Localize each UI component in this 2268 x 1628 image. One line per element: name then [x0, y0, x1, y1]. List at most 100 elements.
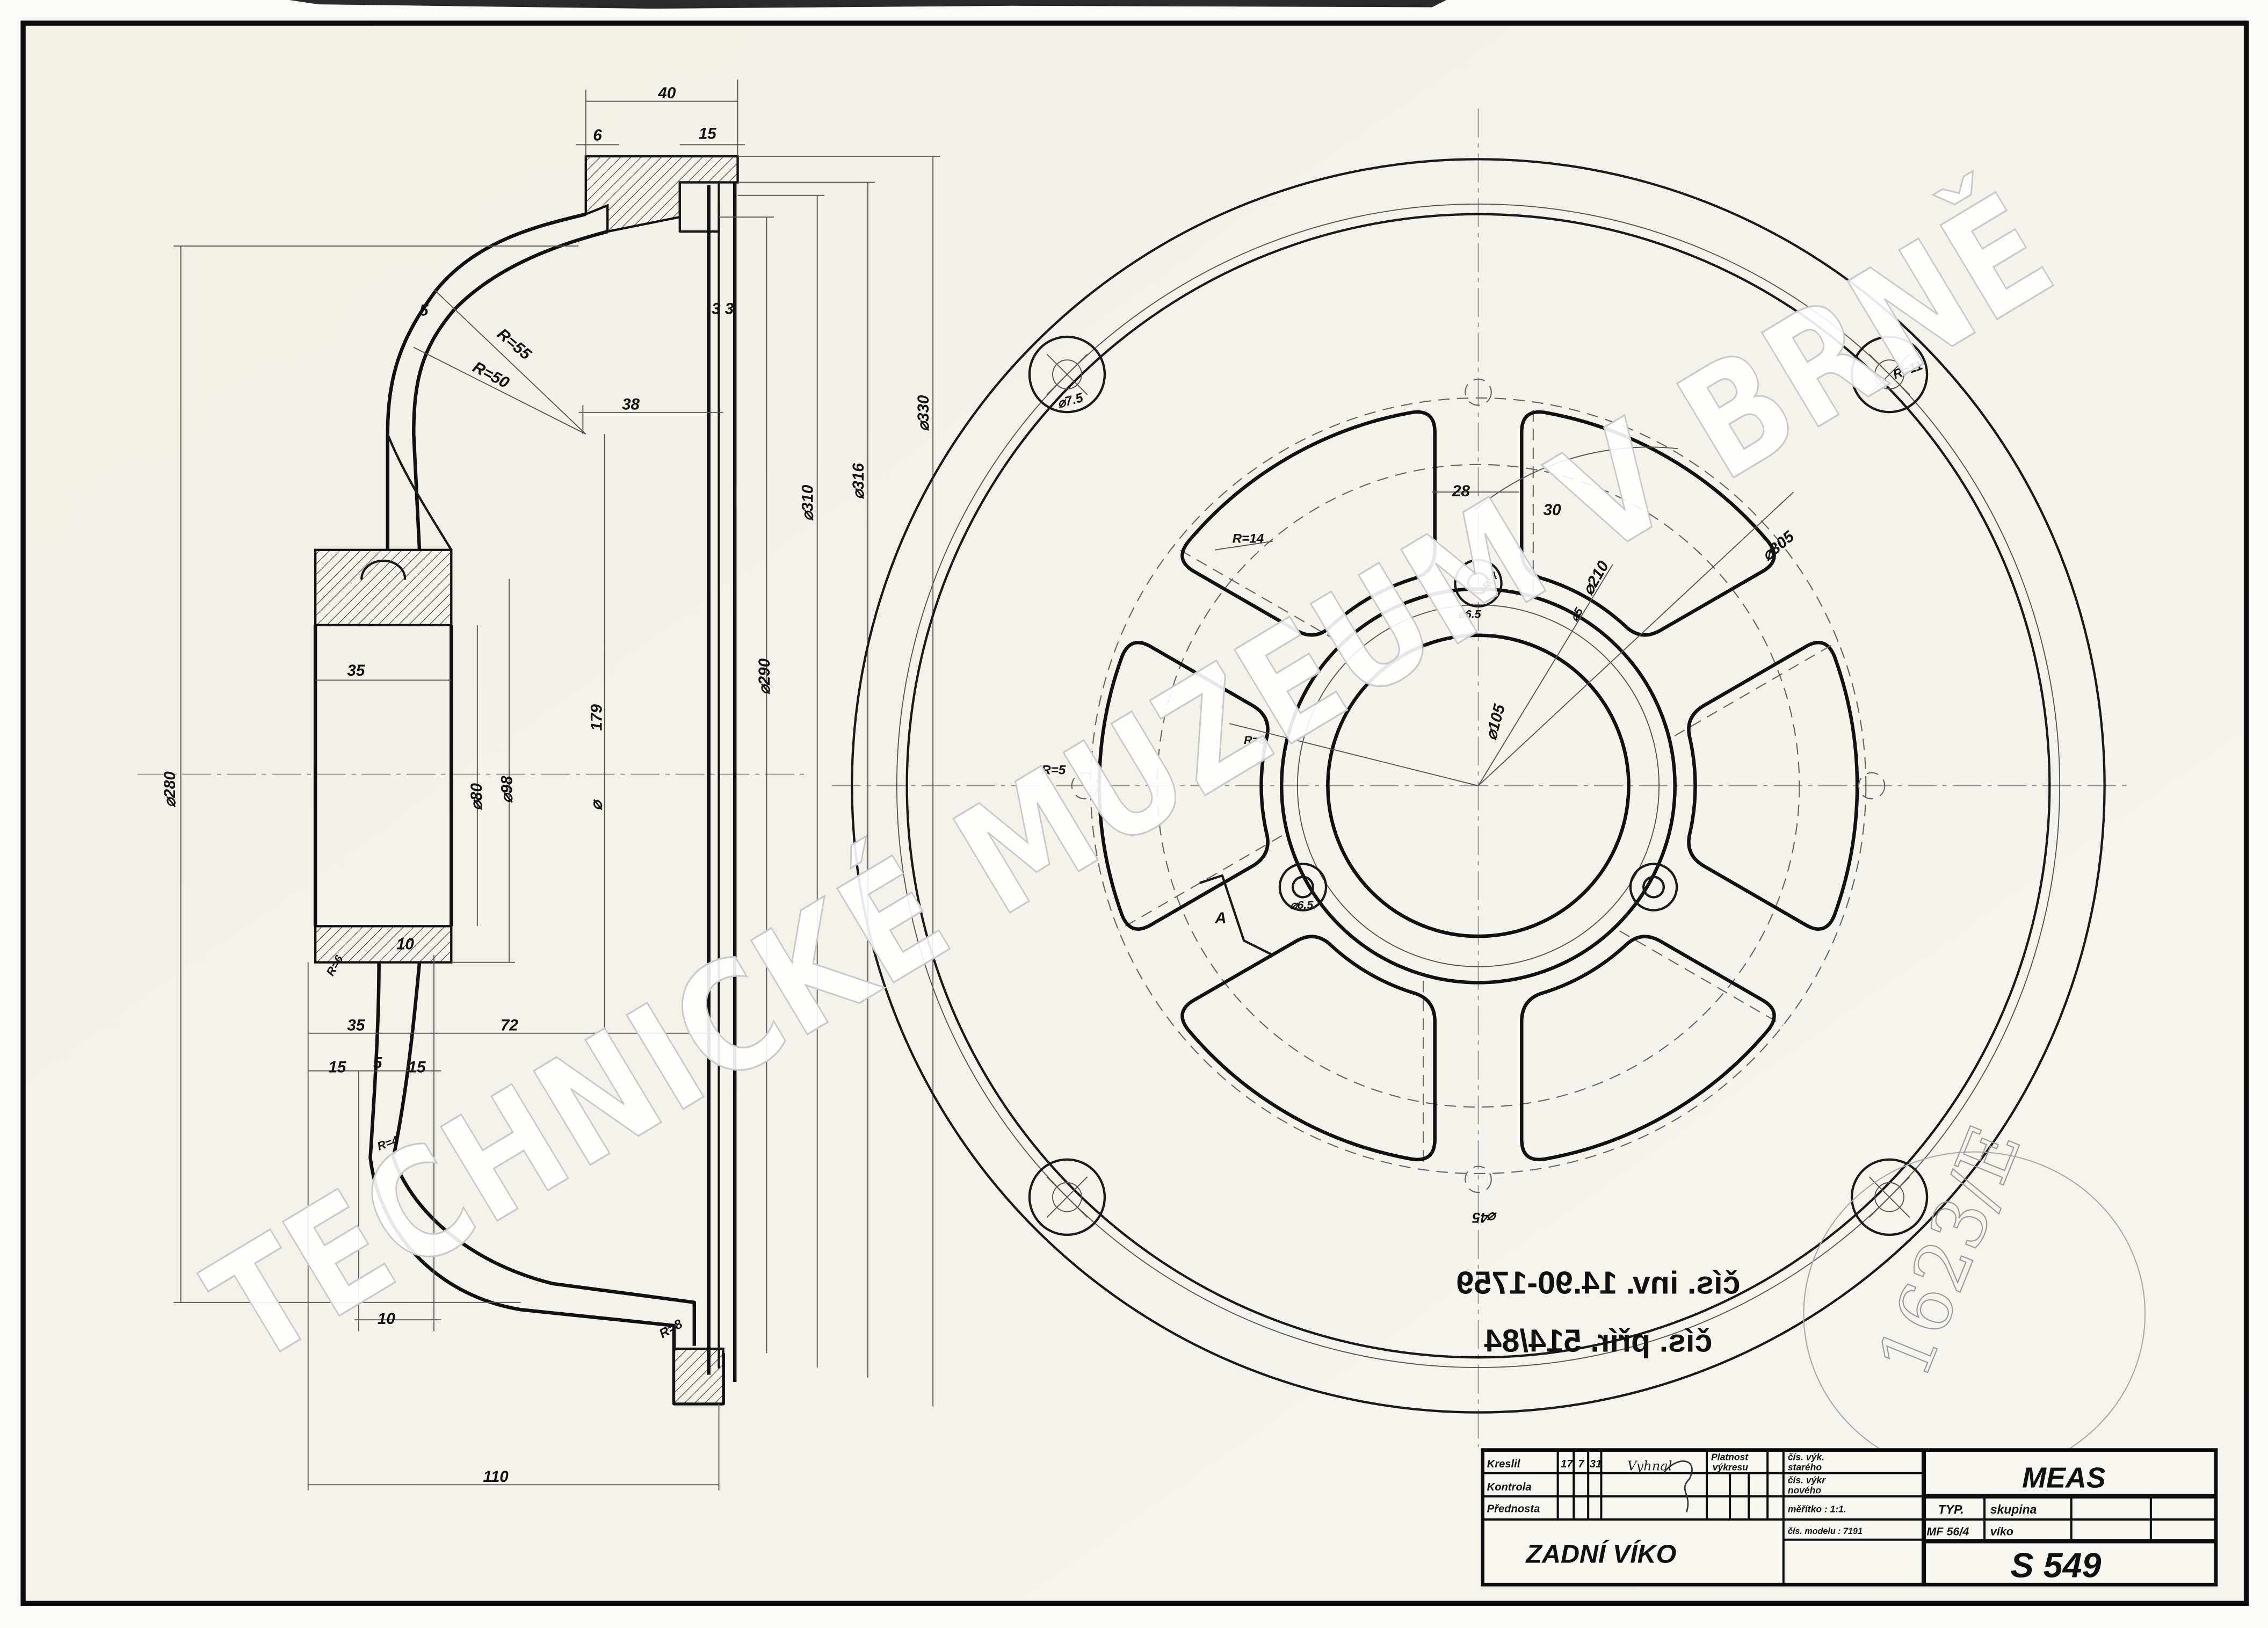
dim-label: ⌀80	[468, 783, 486, 810]
lower-web-outer	[368, 962, 725, 1406]
hub-boss	[1454, 559, 1503, 608]
drawing-number: S 549	[2011, 1546, 2102, 1585]
dim-label: 30	[1544, 501, 1561, 519]
dim-label: ⌀45	[1472, 1210, 1497, 1226]
bolt-crosshair	[1046, 1176, 1088, 1218]
dim-label: 10	[378, 1310, 395, 1328]
bolt-hole-icon	[1052, 359, 1082, 389]
drawing-title: ZADNÍ VÍKO	[1525, 1540, 1676, 1569]
bolt-hole-icon	[1874, 359, 1904, 389]
spoke-dashed-edge	[1674, 641, 1838, 737]
cis-vykr-noveho-2: nového	[1788, 1485, 1822, 1495]
dim-label: 6	[593, 126, 602, 144]
rim-notch	[1465, 1166, 1492, 1193]
bolt-lobe	[1850, 1158, 1929, 1236]
dim-label: R=14	[1233, 531, 1264, 546]
dim-label: 35	[347, 1016, 365, 1034]
window-openings	[1097, 402, 1859, 1170]
bolt-crosshair	[1868, 1176, 1910, 1218]
cis-vyk-stareho-1: čís. výk.	[1788, 1451, 1824, 1462]
dim-label: R=5	[1041, 763, 1066, 777]
dim-label: ⌀290	[756, 658, 773, 694]
dim-label: 40	[657, 84, 676, 102]
cis-vykr-noveho-1: čís. výkr	[1788, 1475, 1826, 1486]
dim-label: ⌀330	[915, 395, 932, 431]
front-view: ⌀7.5 R=11 28 30 R=14 ⌀305 R=7 ⌀6.5 ⌀210 …	[851, 158, 2106, 1414]
window-opening	[1520, 410, 1776, 637]
hub-outer-circle	[1279, 587, 1677, 985]
dim-label: 15	[328, 1058, 346, 1076]
cis-vyk-stareho-2: starého	[1788, 1461, 1822, 1472]
dim-label: 15	[699, 125, 716, 143]
hub-hole-icon	[1467, 571, 1490, 595]
typ-value: MF 56/4	[1926, 1525, 1969, 1538]
bolt-hole-icon	[1052, 1182, 1082, 1212]
window-opening	[1520, 935, 1776, 1162]
side-dimension-lines	[173, 79, 940, 1491]
skupina-value: víko	[1990, 1525, 2013, 1538]
accession-number: čís. přír. 514/84	[1484, 1322, 1713, 1358]
window-opening	[1687, 641, 1859, 931]
hub-hole-icon	[1642, 875, 1665, 899]
window-opening	[1097, 641, 1270, 931]
bolt-lobe	[1028, 1158, 1106, 1236]
dim-label: 3 3	[712, 300, 734, 318]
date-day: 17	[1561, 1458, 1574, 1470]
lower-flange-section	[672, 1347, 724, 1405]
label-prednosta: Přednosta	[1487, 1503, 1540, 1515]
dim-label: 5	[419, 301, 429, 319]
outer-rim-circle	[851, 158, 2106, 1414]
dim-label: ⌀310	[799, 484, 817, 521]
dim-label: 110	[483, 1468, 509, 1486]
platnost-label: Platnost	[1711, 1451, 1749, 1462]
upper-web-outer	[386, 212, 586, 550]
flange-circle	[905, 213, 2051, 1359]
paper-area	[23, 23, 2248, 1604]
dim-label: ⌀280	[161, 771, 179, 808]
dim-label: R=8	[1244, 734, 1265, 747]
rim-notches	[1071, 378, 1886, 1193]
dim-label: 28	[1452, 482, 1470, 500]
side-dimension-labels: 40 6 15 5 R=55 R=50 38 3 3 ⌀330 ⌀316 ⌀31…	[161, 84, 932, 1486]
rim-notch	[1858, 772, 1886, 800]
bolt-lobes	[1028, 335, 1929, 1236]
hub-boss	[1629, 863, 1678, 911]
rim-notch	[1465, 378, 1492, 406]
window-outer-dashed-circle	[1090, 397, 1867, 1175]
label-kreslil: Kreslil	[1487, 1458, 1520, 1470]
date-month: 7	[1578, 1458, 1585, 1470]
hub-bottom-section	[314, 925, 453, 964]
dim-label: 38	[622, 395, 640, 413]
skupina-label: skupina	[1990, 1502, 2037, 1516]
cis-modelu: čís. modelu : 7191	[1788, 1526, 1863, 1536]
bolt-lobe	[1850, 335, 1929, 414]
side-section-view: 40 6 15 5 R=55 R=50 38 3 3 ⌀330 ⌀316 ⌀31…	[161, 79, 940, 1491]
dim-label: 10	[396, 935, 414, 953]
title-block: Kreslil Kontrola Přednosta 17 7 31 Vyhna…	[1481, 1448, 2218, 1587]
label-kontrola: Kontrola	[1487, 1481, 1532, 1493]
window-opening	[1180, 410, 1437, 637]
hub-boss	[1278, 863, 1328, 911]
date-year: 31	[1590, 1458, 1602, 1470]
dim-label: ⌀6.5	[1290, 899, 1314, 911]
company-name: MEAS	[2022, 1462, 2106, 1494]
bolt-hole-icon	[1874, 1182, 1904, 1212]
rim-notch	[1071, 772, 1099, 800]
hub-hole-icon	[1291, 875, 1314, 899]
dim-label: 179	[588, 704, 605, 731]
inventory-number: čís. inv. 14.90-1759	[1456, 1265, 1740, 1301]
dim-label: ⌀6.5	[1458, 607, 1482, 620]
bolt-crosshair	[1868, 353, 1910, 395]
bolt-crosshair	[1046, 353, 1088, 395]
bolt-lobe	[1028, 335, 1106, 414]
dim-label: ⌀316	[850, 463, 867, 500]
vykresu-label: výkresu	[1713, 1461, 1748, 1472]
dim-label: 72	[501, 1016, 518, 1034]
drawing-frame	[20, 20, 2249, 1606]
dim-label: ⌀98	[498, 776, 516, 803]
dim-label: 35	[347, 662, 365, 679]
torn-top-edge	[289, 0, 1447, 9]
dim-label: 5	[373, 1054, 382, 1072]
window-opening	[1180, 935, 1437, 1162]
